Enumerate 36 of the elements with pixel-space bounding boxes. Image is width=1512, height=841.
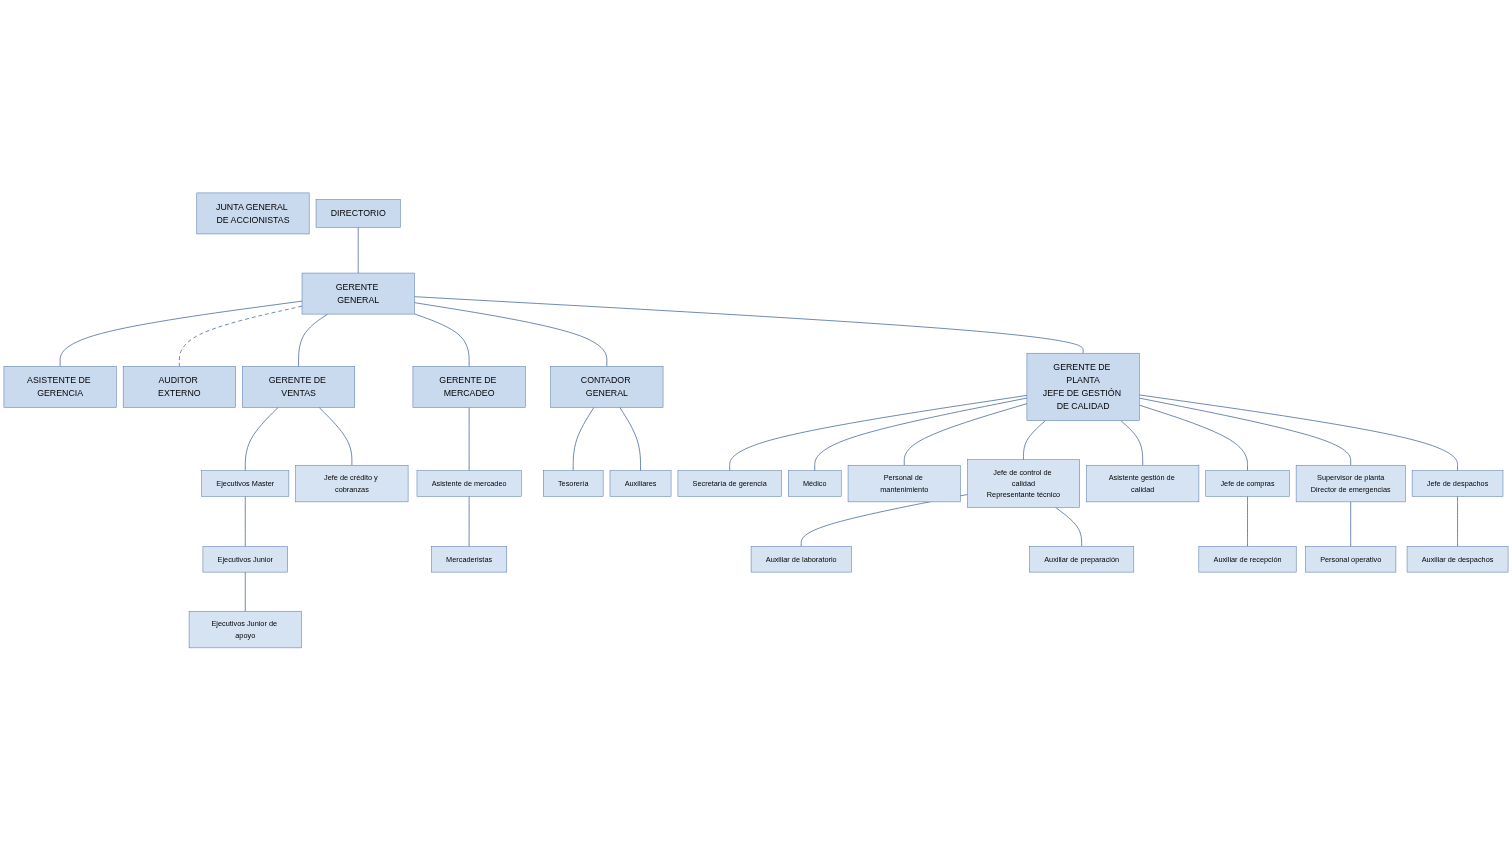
connector (1350, 501, 1352, 547)
node-box: GERENTE DE VENTAS (242, 366, 356, 408)
connector (903, 403, 1028, 466)
connector (1138, 404, 1248, 472)
connector (357, 227, 359, 274)
connector (179, 305, 303, 367)
connector (1138, 397, 1352, 466)
connector (1457, 496, 1458, 547)
node-box: DIRECTORIO (315, 199, 401, 228)
connector (1055, 507, 1083, 547)
connector (1247, 496, 1248, 547)
node-box: GERENTE DE PLANTA JEFE DE GESTIÓN DE CALIDAD (1026, 353, 1140, 421)
connector (244, 571, 246, 612)
connector (414, 313, 470, 367)
node-box: CONTADOR GENERAL (550, 366, 664, 408)
connector (244, 407, 279, 472)
node-box: AUDITOR EXTERNO (122, 366, 236, 408)
connector (572, 407, 595, 472)
connector (318, 407, 353, 466)
connector (1120, 420, 1144, 466)
connector (1138, 394, 1458, 472)
connector (468, 407, 470, 472)
connector (814, 397, 1028, 472)
connector (414, 302, 608, 367)
connector (59, 300, 303, 367)
node-box: GERENTE DE MERCADEO (412, 366, 526, 408)
node-box: ASISTENTE DE GERENCIA (3, 366, 117, 408)
connector (468, 496, 470, 547)
connector (244, 496, 246, 547)
node-box: JUNTA GENERAL DE ACCIONISTAS (196, 192, 310, 235)
connector (619, 407, 641, 472)
connector (1023, 420, 1046, 461)
connector (729, 395, 1028, 472)
connector (414, 296, 1084, 354)
node-box: GERENTE GENERAL (301, 272, 415, 315)
connector (298, 313, 329, 367)
